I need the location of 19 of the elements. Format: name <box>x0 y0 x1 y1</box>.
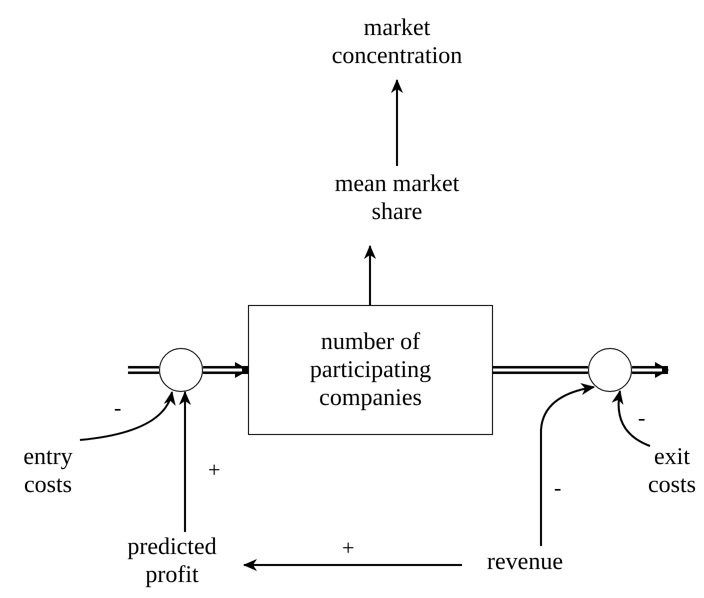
variable-label: predicted profit <box>102 533 242 591</box>
arrow <box>179 391 191 532</box>
arrow <box>540 383 595 546</box>
arrow <box>243 559 462 571</box>
flow-pipe <box>128 366 159 374</box>
arrow <box>612 390 650 447</box>
arrow <box>364 245 376 305</box>
valve-circle <box>588 348 632 392</box>
stock-label: number of participating companies <box>308 328 432 412</box>
variable-label: revenue <box>465 548 585 578</box>
flow-pipe <box>493 366 588 374</box>
variable-label: mean market share <box>317 170 477 228</box>
arrow <box>80 391 174 441</box>
valve-circle <box>159 348 203 392</box>
stock-box <box>248 305 493 435</box>
arrow <box>391 79 403 166</box>
variable-label: market concentration <box>297 14 497 72</box>
variable-label: exit costs <box>640 443 704 501</box>
variable-label: entry costs <box>2 443 94 501</box>
